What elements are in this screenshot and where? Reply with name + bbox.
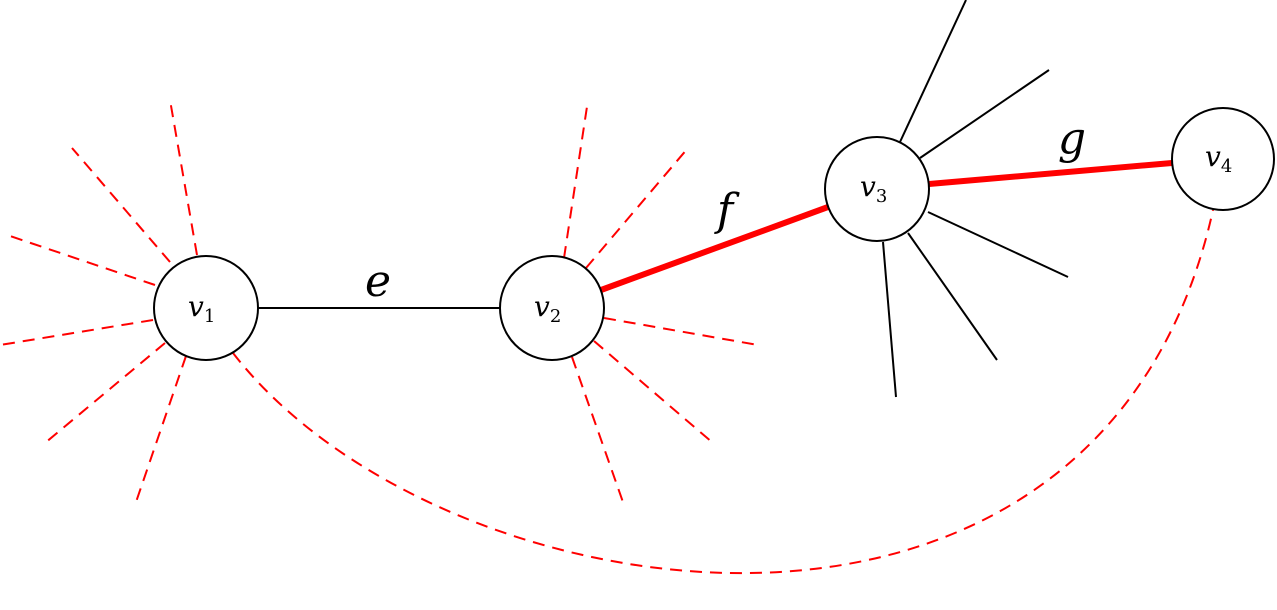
vertex-circle [1171,107,1275,211]
v3-solid-stubs [882,0,1069,398]
v3-stub-edge [907,232,998,361]
v2-stub-edge [603,317,759,346]
vertex-v2: v2 [499,255,605,361]
vertex-circle [499,255,605,361]
v2-stub-edge [585,147,689,269]
v1-stub-edge [44,342,166,444]
edge-label-g: g [1058,113,1086,164]
vertex-label: v2 [534,290,561,327]
v1-stub-edge [71,147,171,263]
vertex-label: v3 [860,170,887,207]
v3-stub-edge [919,69,1050,159]
vertex-v3: v3 [824,136,930,242]
v1-stub-edge [169,99,198,256]
vertex-label: v4 [1205,140,1232,177]
vertex-v4: v4 [1171,107,1275,211]
edge-v1-v4-dashed-arc [232,209,1214,574]
v1-stub-edge [134,355,187,506]
edge-f [599,204,830,293]
v2-stub-edge [593,340,714,444]
v2-stub-edge [571,356,625,506]
v3-stub-edge [927,211,1069,278]
edge-label-f: f [714,185,740,236]
v1-stub-edge [0,319,154,346]
v1-stub-edge [9,235,156,286]
edge-label-e: e [365,256,391,307]
v2-dashed-stubs [563,99,759,506]
vertex-circle [824,136,930,242]
v1-dashed-stubs [0,99,198,506]
edge-g [928,160,1173,187]
v3-stub-edge [882,241,897,398]
vertex-v1: v1 [153,255,259,361]
vertex-label: v1 [188,290,215,327]
v2-stub-edge [563,99,589,259]
v3-stub-edge [899,0,967,143]
vertex-circle [153,255,259,361]
